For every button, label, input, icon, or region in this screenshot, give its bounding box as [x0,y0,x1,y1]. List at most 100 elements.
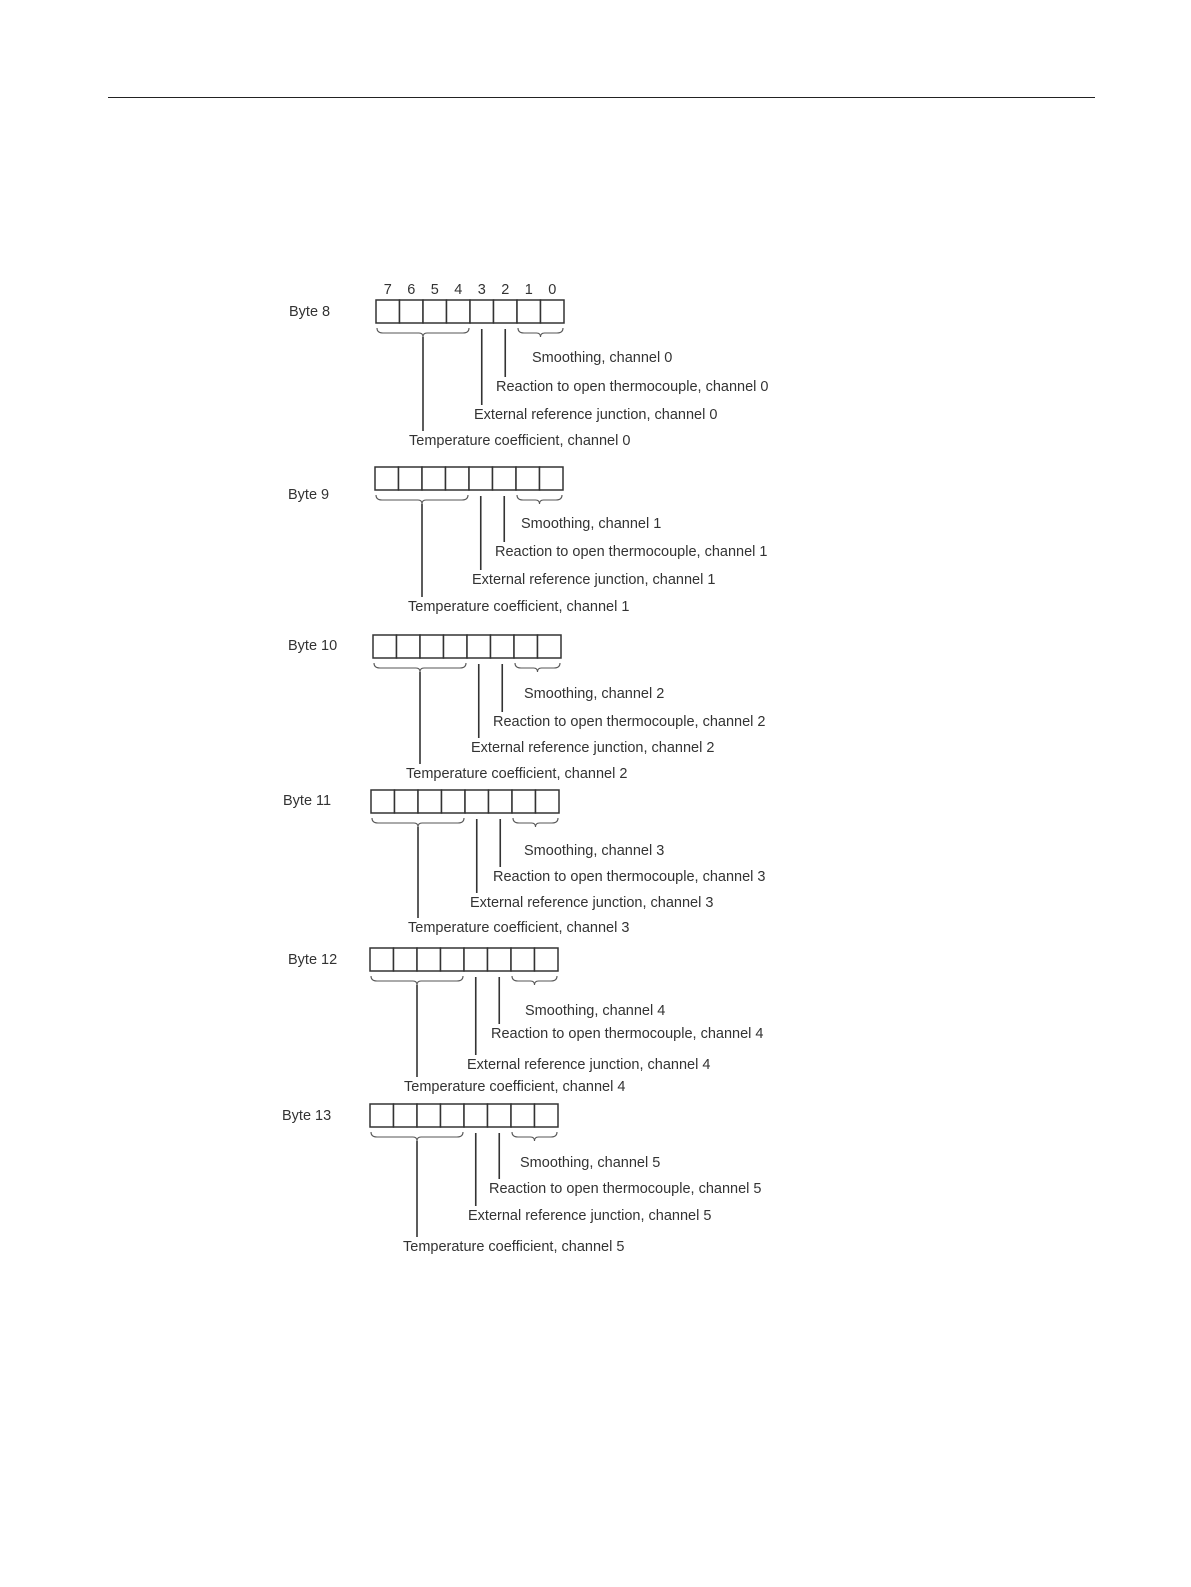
bit-cell [369,1103,395,1128]
bit-register [369,1103,559,1128]
external-reference-label: External reference junction, channel 4 [467,1057,710,1073]
bit-group-brace [511,975,558,986]
bit-cell [392,947,418,972]
bit-group-brace [511,1131,558,1142]
bit-cell [421,466,447,491]
byte-label: Byte 11 [283,793,331,809]
smoothing-label: Smoothing, channel 5 [520,1155,660,1171]
bit-cell [393,789,419,814]
bit-register [370,789,560,814]
bit-cell [533,947,559,972]
byte-label: Byte 9 [288,487,329,503]
bit-register [369,947,559,972]
bit-cell [463,947,489,972]
external-reference-label: External reference junction, channel 0 [474,407,717,423]
open-thermocouple-label: Reaction to open thermocouple, channel 3 [493,869,765,885]
bit-cell [370,789,396,814]
external-reference-label: External reference junction, channel 1 [472,572,715,588]
byte-label: Byte 12 [288,952,337,968]
bit-number-label: 6 [407,282,415,298]
bit-cell [469,299,495,324]
byte-block: Byte 11 Smoothing, channel 3 Reaction to o… [283,789,765,936]
bit-number-label: 0 [548,282,556,298]
temperature-coefficient-label: Temperature coefficient, channel 2 [406,766,627,782]
temperature-coefficient-label: Temperature coefficient, channel 5 [403,1239,624,1255]
bit-group-brace [370,975,464,986]
bit-register [372,634,562,659]
bit-cell [417,789,443,814]
bit-cell [419,634,445,659]
bit-cell [487,789,513,814]
bit-cell [463,1103,489,1128]
byte-block: Byte 13 Smoothing, channel 5 Reaction to o… [282,1103,761,1255]
bit-group-brace [375,494,469,505]
bit-cell [442,634,468,659]
bit-cell [416,947,442,972]
header-rule [108,97,1095,98]
smoothing-label: Smoothing, channel 0 [532,350,672,366]
bit-register [375,299,565,324]
bit-number-label: 7 [384,282,392,298]
bit-cell [439,1103,465,1128]
bit-cell [445,299,471,324]
byte-label: Byte 13 [282,1108,331,1124]
bit-number-label: 5 [431,282,439,298]
bit-cell [533,1103,559,1128]
bit-group-brace [512,817,559,828]
bit-cell [536,634,562,659]
bit-group-brace [376,327,470,338]
bit-cell [468,466,494,491]
bit-cell [489,634,515,659]
smoothing-label: Smoothing, channel 2 [524,686,664,702]
byte-block: Byte 10 Smoothing, channel 2 Reaction to o… [288,634,765,782]
bit-group-brace [517,327,564,338]
bit-cell [510,947,536,972]
bit-cell [511,789,537,814]
bit-group-brace [371,817,465,828]
bit-cell [491,466,517,491]
bit-register [374,466,564,491]
bit-cell [539,299,565,324]
external-reference-label: External reference junction, channel 2 [471,740,714,756]
bit-cell [444,466,470,491]
bit-cell [392,1103,418,1128]
temperature-coefficient-label: Temperature coefficient, channel 4 [404,1079,625,1095]
bit-number-label: 4 [454,282,462,298]
bit-cell [395,634,421,659]
bit-cell [466,634,492,659]
byte-label: Byte 10 [288,638,337,654]
bit-number-label: 2 [501,282,509,298]
temperature-coefficient-label: Temperature coefficient, channel 3 [408,920,629,936]
bit-cell [516,299,542,324]
bit-number-label: 1 [525,282,533,298]
bit-cell [422,299,448,324]
bit-cell [397,466,423,491]
bit-cell [372,634,398,659]
smoothing-label: Smoothing, channel 1 [521,516,661,532]
temperature-coefficient-label: Temperature coefficient, channel 1 [408,599,629,615]
open-thermocouple-label: Reaction to open thermocouple, channel 5 [489,1181,761,1197]
bit-cell [538,466,564,491]
bit-cell [486,1103,512,1128]
open-thermocouple-label: Reaction to open thermocouple, channel 1 [495,544,767,560]
smoothing-label: Smoothing, channel 3 [524,843,664,859]
bit-cell [398,299,424,324]
bit-group-brace [373,662,467,673]
bit-cell [492,299,518,324]
bit-group-brace [370,1131,464,1142]
bit-cell [369,947,395,972]
external-reference-label: External reference junction, channel 3 [470,895,713,911]
bit-cell [440,789,466,814]
bit-cell [375,299,401,324]
bit-cell [416,1103,442,1128]
bit-cell [439,947,465,972]
external-reference-label: External reference junction, channel 5 [468,1208,711,1224]
byte-label: Byte 8 [289,304,330,320]
open-thermocouple-label: Reaction to open thermocouple, channel 2 [493,714,765,730]
bit-cell [515,466,541,491]
bit-cell [486,947,512,972]
bit-group-brace [514,662,561,673]
